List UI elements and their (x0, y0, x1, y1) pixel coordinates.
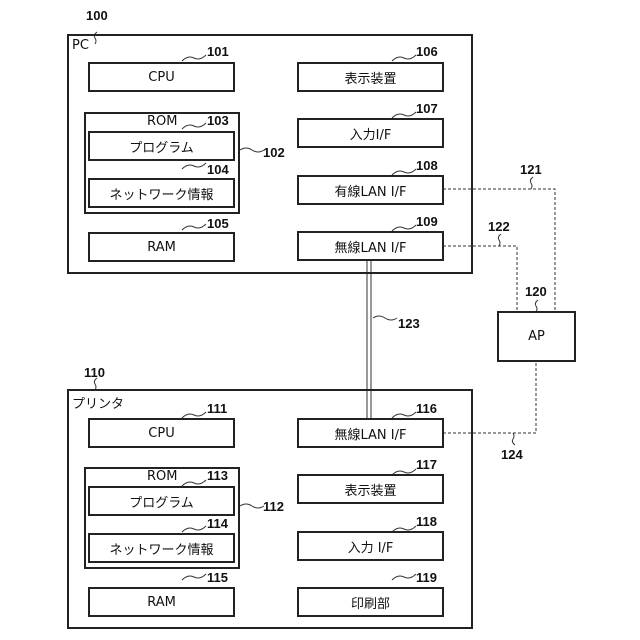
pc-network-info-box: ネットワーク情報 (88, 178, 235, 208)
printer-print-unit-box: 印刷部 (297, 587, 444, 617)
pc-title: PC (72, 38, 89, 53)
ref-114: 114 (207, 516, 228, 531)
printer-display-label: 表示装置 (344, 480, 396, 499)
printer-rom-label: ROM (147, 469, 177, 484)
pc-display-box: 表示装置 (297, 62, 444, 92)
ref-117: 117 (416, 457, 437, 472)
ref-110: 110 (84, 365, 105, 380)
pc-display-label: 表示装置 (344, 68, 396, 87)
printer-display-box: 表示装置 (297, 474, 444, 504)
printer-title: プリンタ (72, 393, 124, 412)
printer-program-box: プログラム (88, 486, 235, 516)
ref-119: 119 (416, 570, 437, 585)
pc-wireless-lan-box: 無線LAN I/F (297, 231, 444, 261)
printer-input-if-box: 入力 I/F (297, 531, 444, 561)
ref-105: 105 (207, 216, 229, 231)
ref-106: 106 (416, 44, 438, 59)
pc-cpu-label: CPU (148, 70, 174, 85)
ref-103: 103 (207, 113, 229, 128)
ref-107: 107 (416, 101, 438, 116)
printer-network-info-label: ネットワーク情報 (109, 539, 213, 558)
pc-ram-label: RAM (147, 240, 176, 255)
ref-111: 111 (207, 401, 227, 416)
ref-118: 118 (416, 514, 437, 529)
ref-124: 124 (501, 447, 523, 462)
ref-108: 108 (416, 158, 438, 173)
pc-wireless-lan-label: 無線LAN I/F (335, 237, 407, 256)
ref-116: 116 (416, 401, 437, 416)
ap-box: AP (497, 311, 576, 362)
printer-cpu-label: CPU (148, 426, 174, 441)
ref-100: 100 (86, 8, 108, 23)
printer-print-unit-label: 印刷部 (351, 593, 390, 612)
ref-121: 121 (520, 162, 542, 177)
pc-wired-lan-label: 有線LAN I/F (335, 181, 407, 200)
ref-122: 122 (488, 219, 510, 234)
printer-wireless-lan-box: 無線LAN I/F (297, 418, 444, 448)
pc-input-if-label: 入力I/F (350, 124, 392, 143)
printer-input-if-label: 入力 I/F (348, 537, 394, 556)
ref-113: 113 (207, 468, 228, 483)
pc-program-label: プログラム (129, 137, 194, 156)
ref-112: 112 (263, 499, 284, 514)
printer-cpu-box: CPU (88, 418, 235, 448)
ref-123: 123 (398, 316, 420, 331)
ref-120: 120 (525, 284, 547, 299)
printer-program-label: プログラム (129, 492, 194, 511)
pc-cpu-box: CPU (88, 62, 235, 92)
ref-115: 115 (207, 570, 228, 585)
pc-ram-box: RAM (88, 232, 235, 262)
pc-rom-label: ROM (147, 114, 177, 129)
ref-104: 104 (207, 162, 229, 177)
pc-network-info-label: ネットワーク情報 (109, 184, 213, 203)
pc-input-if-box: 入力I/F (297, 118, 444, 148)
ref-102: 102 (263, 145, 285, 160)
printer-ram-label: RAM (147, 595, 176, 610)
printer-ram-box: RAM (88, 587, 235, 617)
printer-network-info-box: ネットワーク情報 (88, 533, 235, 563)
printer-wireless-lan-label: 無線LAN I/F (335, 424, 407, 443)
ref-101: 101 (207, 44, 229, 59)
pc-wired-lan-box: 有線LAN I/F (297, 175, 444, 205)
pc-program-box: プログラム (88, 131, 235, 161)
ap-label: AP (528, 329, 545, 344)
ref-109: 109 (416, 214, 438, 229)
